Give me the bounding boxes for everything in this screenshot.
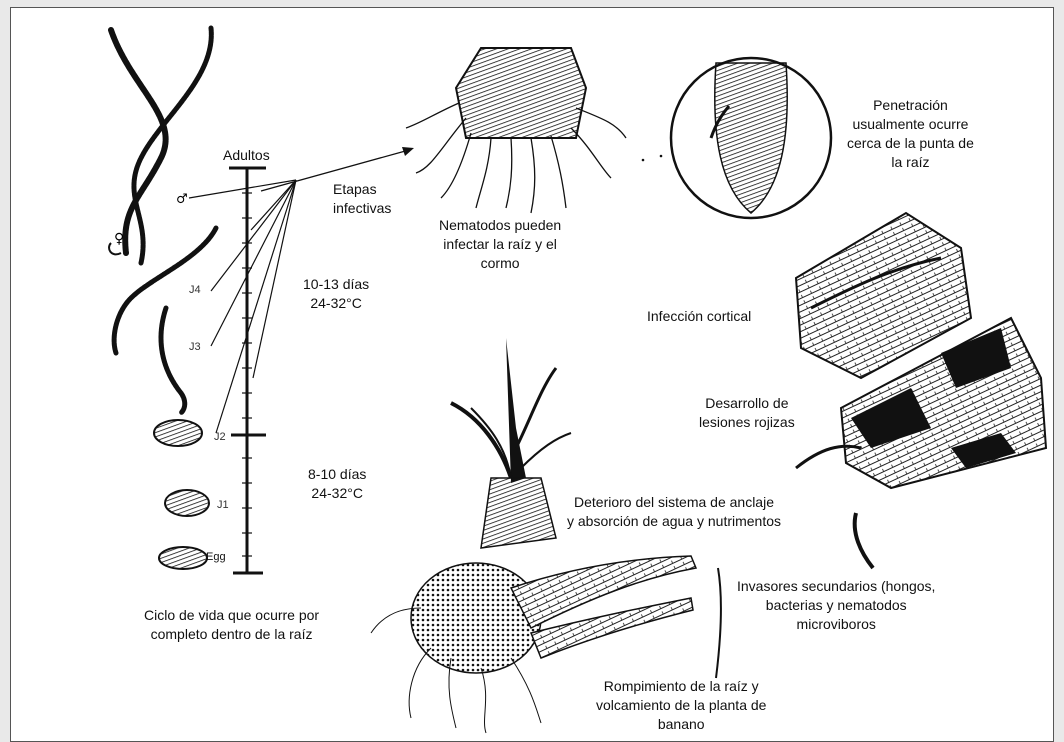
svg-text:J3: J3 <box>189 341 201 353</box>
life-cycle-caption: Ciclo de vida que ocurre por completo de… <box>144 606 319 644</box>
root-tip-penetration-illustration <box>671 58 831 218</box>
adults-label: Adultos <box>223 146 270 165</box>
banana-plant-illustration <box>371 338 721 733</box>
svg-text:J4: J4 <box>189 284 201 296</box>
cortical-infection-caption: Infección cortical <box>647 307 751 326</box>
svg-text:J1: J1 <box>217 499 229 511</box>
secondary-invaders-caption: Invasores secundarios (hongos, bacterias… <box>737 577 935 634</box>
penetration-caption: Penetración usualmente ocurre cerca de l… <box>847 96 974 172</box>
root-corm-caption: Nematodos pueden infectar la raíz y el c… <box>439 216 561 273</box>
toppling-caption: Rompimiento de la raíz y volcamiento de … <box>596 677 766 734</box>
diagram-frame: ♂ ♀ J4 J3 J2 J1 <box>10 7 1054 742</box>
infective-stages-label: Etapas infectivas <box>333 180 391 218</box>
egg-label: Egg <box>206 548 226 567</box>
red-lesions-caption: Desarrollo de lesiones rojizas <box>699 394 795 432</box>
upper-period-label: 10-13 días 24-32°C <box>303 275 369 313</box>
lower-period-label: 8-10 días 24-32°C <box>308 465 366 503</box>
eggs-illustration: J2 J1 <box>154 420 229 569</box>
svg-text:♀: ♀ <box>114 231 124 247</box>
svg-text:♂: ♂ <box>176 192 188 207</box>
anchorage-caption: Deterioro del sistema de anclaje y absor… <box>567 493 781 531</box>
juvenile-worms-illustration: J4 J3 <box>114 228 216 413</box>
timeline-ruler <box>229 168 266 573</box>
root-corm-illustration <box>406 48 662 213</box>
adult-nematodes-illustration: ♂ ♀ <box>109 28 211 263</box>
